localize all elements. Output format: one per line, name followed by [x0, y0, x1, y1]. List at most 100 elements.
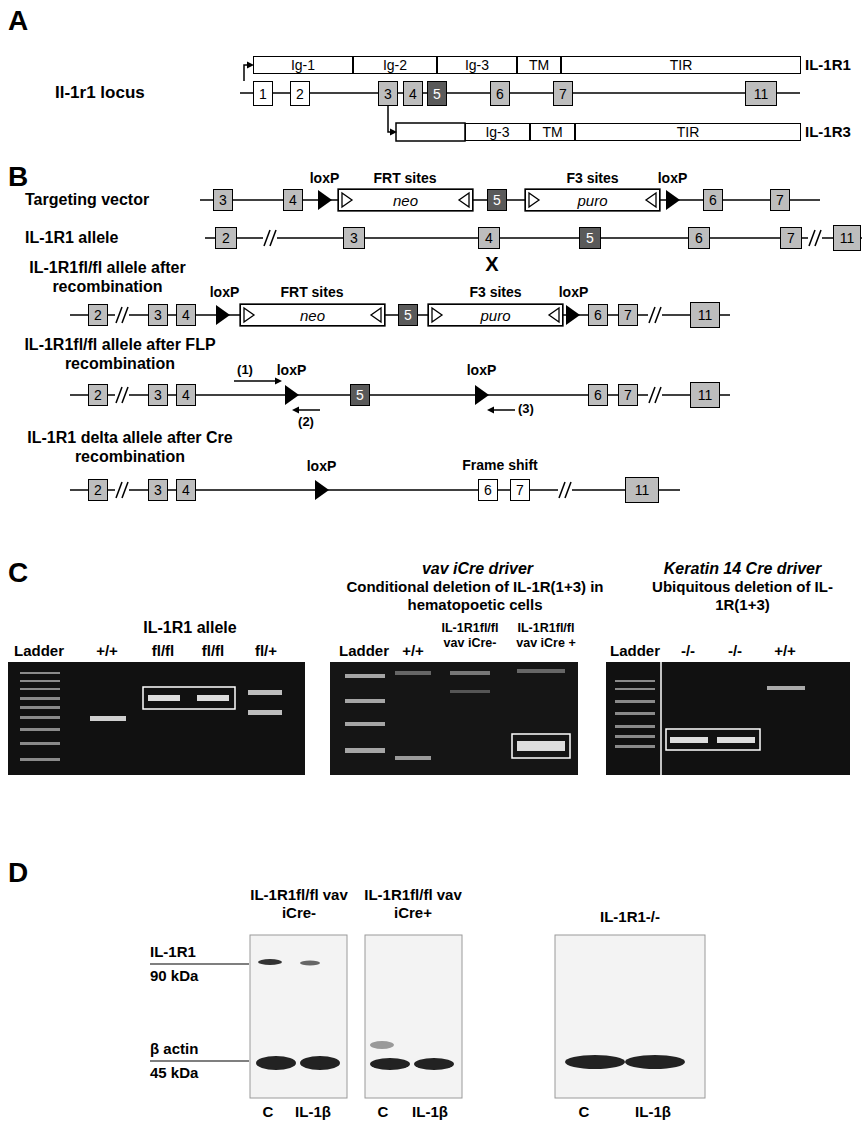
annotation-label: β actin [150, 1040, 240, 1058]
box-text: 7 [516, 483, 524, 497]
annotation-label: Keratin 14 Cre driver [625, 559, 860, 578]
annotation-label: IL-1β [403, 1103, 457, 1121]
locus-artwork [240, 65, 800, 141]
annotation-label: fl/fl [193, 642, 233, 660]
exon-box: 6 [478, 479, 498, 501]
agarose-gel [8, 662, 850, 775]
protein-domain: Ig-2 [353, 56, 437, 74]
exon-box: 7 [553, 81, 573, 106]
box-text: 6 [695, 231, 703, 245]
annotation-label: IL-1R1fl/fl vav iCre- [432, 621, 508, 651]
box-text: 11 [840, 231, 855, 245]
annotation-label: Conditional deletion of IL-1R(1+3) in he… [330, 578, 620, 614]
panel-letter: D [8, 856, 38, 890]
box-text: 5 [586, 231, 594, 245]
exon-box: 6 [588, 384, 608, 406]
box-text: 5 [433, 87, 441, 101]
exon-box: 3 [148, 479, 168, 501]
exon-box: 3 [378, 81, 398, 106]
annotation-label: Targeting vector [25, 190, 200, 209]
annotation-label: IL-1R1 delta allele after Cre recombinat… [15, 428, 245, 466]
box-text: 5 [356, 388, 364, 402]
annotation-label: -/- [715, 642, 755, 660]
selection-cassette: neo [338, 189, 473, 211]
exon-box: 7 [780, 227, 802, 249]
break-marks [115, 227, 822, 501]
exon-box: 7 [618, 304, 638, 326]
annotation-label: Ubiquitous deletion of IL-1R(1+3) [625, 578, 860, 614]
panel-letter: B [8, 160, 38, 194]
exon-box: 5 [427, 81, 447, 106]
box-text: neo [393, 193, 418, 208]
protein-domain: TIR [575, 123, 801, 141]
exon-box: 6 [588, 304, 608, 326]
protein-domain: Ig-3 [465, 123, 530, 141]
annotation-label: X [480, 252, 504, 276]
box-text: 3 [350, 231, 358, 245]
annotation-label: loxP [650, 170, 695, 187]
box-text: 6 [594, 388, 602, 402]
exon-box: 11 [745, 81, 777, 106]
exon-box: 2 [88, 304, 108, 326]
protein-domain: Ig-3 [437, 56, 517, 74]
annotation-label: IL-1R1fl/fl allele after recombination [20, 258, 195, 296]
annotation-label: IL-1R1fl/fl vav iCre- [248, 886, 350, 922]
box-text: 5 [493, 193, 501, 207]
annotation-label: C [256, 1103, 280, 1121]
annotation-label: loxP [269, 362, 314, 379]
box-text: 6 [496, 87, 504, 101]
box-text: 3 [154, 388, 162, 402]
exon-box: 3 [148, 304, 168, 326]
annotation-label: Ladder [333, 642, 395, 660]
box-text: 3 [384, 87, 392, 101]
box-text: 7 [624, 308, 632, 322]
annotation-label: F3 sites [555, 170, 630, 187]
annotation-label: IL-1R1 allele [90, 618, 290, 637]
western-blot [150, 935, 705, 1098]
box-text: Ig-1 [291, 58, 315, 72]
box-text: 4 [485, 231, 493, 245]
box-text: 2 [94, 483, 102, 497]
box-text: 3 [154, 308, 162, 322]
box-text: 7 [776, 193, 784, 207]
exon-box: 6 [703, 189, 723, 211]
box-text: TM [529, 58, 549, 72]
exon-box: 5 [579, 227, 601, 249]
annotation-label: C [371, 1103, 395, 1121]
exon-box: 2 [215, 227, 237, 249]
box-text: 3 [154, 483, 162, 497]
annotation-label: IL-1β [626, 1103, 680, 1121]
box-text: 4 [182, 308, 190, 322]
annotation-label: loxP [299, 458, 344, 475]
exon-box: 11 [625, 477, 659, 503]
annotation-label: +/+ [765, 642, 805, 660]
exon-box: 3 [213, 189, 233, 211]
selection-cassette: puro [525, 189, 660, 211]
protein-domain: Ig-1 [253, 56, 353, 74]
exon-box: 4 [478, 227, 500, 249]
exon-box: 4 [176, 304, 196, 326]
box-text: 11 [754, 87, 769, 101]
box-text: TIR [677, 125, 700, 139]
box-text: puro [480, 308, 510, 323]
annotation-label: +/+ [87, 642, 127, 660]
annotation-label: loxP [202, 284, 247, 301]
box-text: TM [542, 125, 562, 139]
exon-box: 5 [487, 189, 507, 211]
annotation-label: IL-1R1fl/fl vav iCre+ [362, 886, 464, 922]
box-text: Ig-3 [465, 58, 489, 72]
annotation-label: IL-1R1fl/fl allele after FLP recombinati… [15, 335, 225, 373]
exon-box: 3 [148, 384, 168, 406]
annotation-label: Frame shift [450, 457, 550, 474]
exon-box: 4 [283, 189, 303, 211]
annotation-label: (3) [518, 401, 544, 417]
box-text: 4 [409, 87, 417, 101]
loxp-triangles [216, 190, 680, 500]
box-text: 2 [296, 87, 304, 101]
exon-box: 11 [833, 225, 861, 251]
annotation-label: +/+ [393, 642, 433, 660]
exon-box: 4 [403, 81, 423, 106]
annotation-label: fl/+ [246, 642, 286, 660]
box-text: 7 [787, 231, 795, 245]
annotation-label: fl/fl [143, 642, 183, 660]
